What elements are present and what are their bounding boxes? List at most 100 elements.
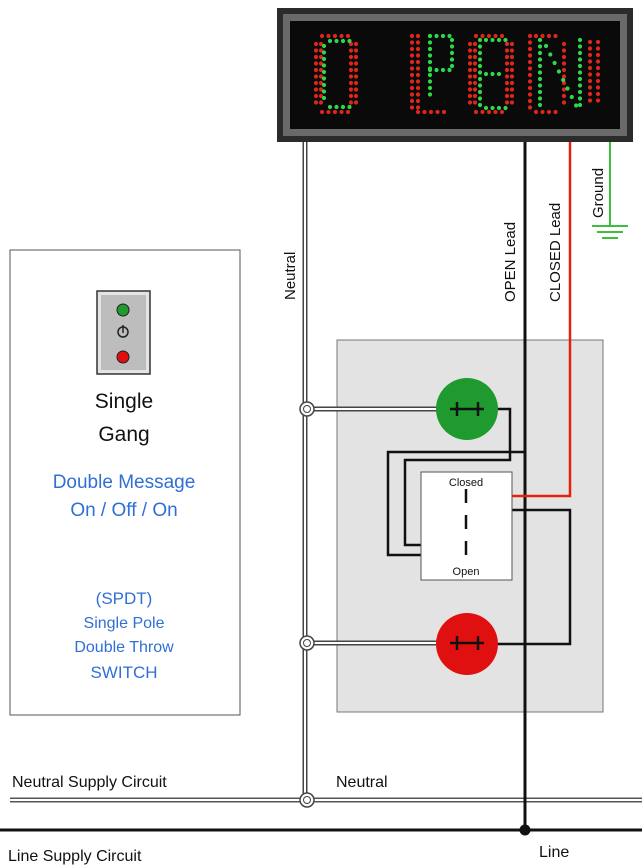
led-dot	[415, 105, 421, 110]
led-dot	[472, 67, 478, 73]
led-dot	[527, 79, 533, 84]
led-dot	[504, 74, 510, 79]
led-dot	[486, 109, 492, 115]
led-dot	[415, 33, 421, 39]
led-dot	[527, 72, 533, 78]
led-dot	[427, 92, 433, 97]
led-dot	[587, 85, 593, 90]
led-dot	[348, 74, 354, 79]
led-dot	[509, 87, 515, 92]
led-dot	[339, 33, 344, 39]
led-dot	[467, 54, 473, 60]
led-dot	[321, 50, 327, 55]
led-dot	[595, 72, 601, 77]
led-dot	[504, 100, 510, 105]
led-dot	[409, 85, 415, 91]
led-dot	[313, 41, 319, 47]
led-dot	[483, 71, 489, 77]
led-dot	[493, 109, 498, 115]
led-dot	[348, 54, 354, 60]
led-dot	[527, 98, 533, 104]
led-dot	[345, 33, 351, 39]
led-dot	[327, 38, 333, 44]
switch-open-label: Open	[453, 566, 480, 578]
led-dot	[587, 59, 593, 64]
green-led-terminals	[450, 402, 484, 416]
led-dot	[449, 63, 455, 69]
led-dot	[577, 96, 583, 101]
led-dot	[440, 33, 446, 39]
led-dot	[527, 46, 533, 52]
led-dot	[318, 48, 324, 53]
led-dot	[353, 87, 359, 92]
led-dot	[313, 100, 319, 105]
neutral-wire	[302, 142, 455, 800]
led-dot	[313, 74, 319, 79]
led-dot	[353, 41, 359, 47]
legend-double-throw: Double Throw	[74, 639, 174, 656]
led-dot	[561, 61, 567, 66]
led-dot	[477, 89, 483, 95]
led-dot	[569, 94, 574, 100]
led-dot	[595, 98, 601, 103]
neutral-junction-bottom	[299, 635, 315, 651]
led-dot	[504, 41, 510, 47]
led-dot	[345, 109, 351, 115]
led-dot	[477, 63, 483, 69]
led-dot	[472, 61, 478, 66]
led-dot	[467, 93, 473, 99]
line-supply-label: Line Supply Circuit	[8, 848, 142, 865]
legend-on-off-on: On / Off / On	[70, 500, 177, 521]
led-dot	[477, 83, 483, 88]
led-dot	[587, 72, 593, 77]
led-dot	[595, 52, 601, 58]
led-dot	[537, 96, 543, 101]
led-dot	[509, 67, 515, 73]
led-dot	[318, 93, 324, 99]
open-lead-label: OPEN Lead	[502, 222, 519, 302]
led-dot	[561, 48, 567, 53]
led-dot	[587, 91, 593, 97]
led-dot	[318, 80, 324, 86]
led-dot	[409, 79, 415, 84]
led-dot	[561, 54, 567, 60]
led-dot	[415, 72, 421, 78]
switch-plate-icon	[96, 290, 151, 375]
led-dot	[499, 109, 505, 115]
legend-double-message: Double Message	[53, 472, 196, 493]
led-dot	[427, 59, 433, 65]
led-dot	[318, 87, 324, 92]
led-dot	[490, 37, 495, 43]
led-dot	[472, 48, 478, 53]
led-dot	[353, 61, 359, 66]
led-dot	[353, 67, 359, 73]
led-dot	[313, 67, 319, 73]
led-dot	[449, 44, 455, 49]
led-dot	[434, 33, 439, 39]
led-dot	[595, 91, 601, 97]
led-dot	[587, 65, 593, 71]
led-dot	[493, 33, 498, 39]
led-dot	[537, 63, 543, 69]
legend-spdt: (SPDT)	[96, 589, 153, 608]
led-dot	[339, 109, 344, 115]
led-dot	[440, 67, 446, 73]
led-dot	[537, 57, 543, 62]
led-dot	[553, 109, 558, 115]
neutral-junction-top	[299, 401, 315, 417]
led-dot	[427, 85, 433, 91]
led-dot	[435, 109, 440, 115]
led-dot	[533, 33, 539, 39]
led-dot	[326, 109, 331, 115]
led-dot	[561, 41, 567, 47]
line-label: Line	[539, 844, 569, 861]
led-dot	[313, 93, 319, 99]
led-dot	[409, 33, 415, 39]
led-dot	[473, 33, 479, 39]
led-dot	[577, 57, 583, 62]
red-led-terminals	[450, 636, 484, 650]
led-dot	[353, 100, 359, 105]
led-dot	[527, 40, 533, 45]
led-dot	[428, 109, 434, 115]
led-dot	[447, 33, 452, 39]
